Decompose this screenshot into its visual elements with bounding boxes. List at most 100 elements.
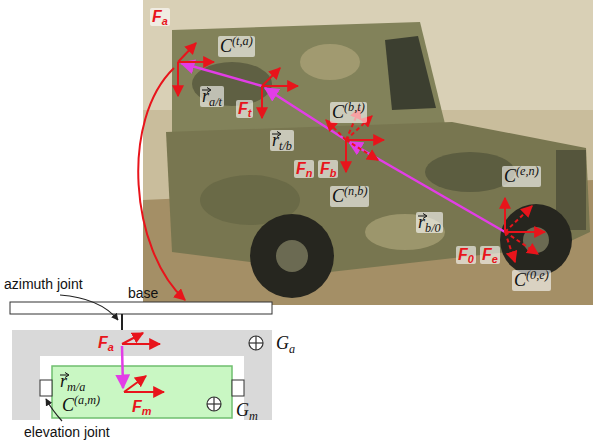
symbol-letter: C — [220, 36, 232, 56]
subscript: t/b — [279, 139, 292, 153]
frame-axis — [505, 232, 515, 262]
frame-name: Fa — [150, 8, 170, 26]
transform-name: C(t,a) — [218, 36, 255, 57]
joint-block — [40, 380, 52, 396]
vehicle-cabin — [172, 22, 446, 138]
symbol-letter: G — [276, 333, 289, 353]
correspondence-arrow — [138, 68, 185, 300]
frame-axis — [178, 43, 196, 62]
symbol-letter: F — [132, 398, 142, 415]
vehicle-window — [385, 36, 436, 110]
elevation-body — [52, 366, 232, 418]
symbol-letter: F — [296, 160, 306, 177]
vector-arrow — [202, 87, 212, 93]
symbol-letter: r — [272, 130, 279, 151]
wheel — [250, 214, 334, 298]
transform-name: C(b,t) — [330, 102, 367, 123]
position-vector — [122, 346, 123, 388]
superscript: (e,n) — [516, 164, 539, 178]
vector-arrow — [272, 132, 281, 137]
symbol-letter: F — [238, 100, 248, 117]
part-label: C(a,m) — [62, 395, 100, 416]
superscript: (b,t) — [344, 100, 365, 114]
symbol-letter: r — [202, 86, 209, 107]
azimuth-axle — [121, 314, 123, 330]
leader-line — [60, 295, 118, 320]
wheel-hub — [523, 227, 549, 253]
frame-axis — [262, 68, 280, 86]
mass-center-symbol — [207, 336, 263, 411]
symbol-letter: C — [514, 270, 526, 290]
mass-center-symbol — [213, 397, 214, 411]
frame-axis — [345, 140, 347, 172]
superscript: (0,e) — [526, 268, 549, 282]
subscript: m — [142, 405, 152, 417]
frame-axis — [505, 206, 532, 232]
camo-patch — [300, 44, 360, 80]
symbol-letter: F — [482, 246, 492, 263]
symbol-letter: C — [332, 186, 344, 206]
part-label: Gm — [236, 400, 258, 421]
vector-arrow — [418, 214, 427, 219]
frame-axis — [122, 343, 160, 345]
vector-name: rm/a — [60, 371, 85, 392]
vector-name: rb/0 — [416, 212, 443, 233]
part-label: Fa — [98, 334, 114, 352]
vehicle-photo — [143, 0, 593, 305]
subscript: a — [162, 15, 168, 27]
joint-label: azimuth joint — [4, 276, 83, 292]
frame-axis — [326, 120, 346, 140]
azimuth-gimbal: FaGaC(a,m)FmGm — [12, 330, 312, 422]
subscript: m — [249, 409, 258, 423]
photo-ground — [143, 0, 593, 305]
mass-center-symbol — [255, 336, 256, 350]
vector-arrow — [202, 88, 211, 93]
vector-arrow — [60, 372, 70, 378]
subscript: a/t — [209, 95, 222, 109]
superscript: (t,a) — [232, 34, 253, 48]
symbol-letter: C — [332, 102, 344, 122]
subscript: t — [248, 107, 252, 119]
symbol-letter: G — [236, 400, 249, 420]
vector-arrow — [418, 213, 428, 219]
coordinate-frames — [122, 333, 164, 392]
frame-axis — [124, 391, 164, 393]
subscript: a — [108, 341, 114, 353]
frame-axis — [178, 61, 214, 63]
symbol-letter: F — [152, 8, 162, 25]
wheel-hub — [276, 240, 308, 272]
leader-line — [46, 399, 62, 421]
mass-center-symbol — [249, 336, 263, 350]
part-label: base — [128, 285, 158, 301]
frame-axis — [346, 139, 384, 141]
subscript: 0 — [468, 253, 474, 265]
symbol-letter: F — [98, 334, 108, 351]
gimbal-schematic — [10, 295, 272, 421]
base-bar — [10, 302, 272, 314]
transform-name: C(n,b) — [330, 186, 369, 207]
coordinate-frames — [138, 43, 545, 300]
subscript: e — [492, 253, 498, 265]
frame-name: Ft — [236, 100, 253, 118]
subscript: n — [306, 167, 313, 179]
frame-axis — [124, 376, 146, 392]
frame-axis — [177, 62, 179, 96]
frame-axis — [261, 86, 263, 118]
wheel — [500, 204, 572, 276]
frame-name: F0 — [456, 246, 476, 264]
frame-name: Fn — [294, 160, 314, 178]
symbol-letter: r — [60, 371, 67, 392]
mass-center-symbol — [207, 397, 221, 411]
frame-axis — [346, 140, 378, 160]
symbol-letter: C — [62, 395, 74, 415]
superscript: (n,b) — [344, 184, 367, 198]
subscript: b/0 — [425, 221, 441, 235]
vector-name: ra/t — [200, 86, 224, 107]
position-vector — [181, 63, 262, 86]
azimuth-gimbal — [12, 330, 272, 420]
frame-axis — [122, 333, 143, 344]
frame-axis — [505, 232, 538, 254]
frame-name: Fe — [480, 246, 500, 264]
